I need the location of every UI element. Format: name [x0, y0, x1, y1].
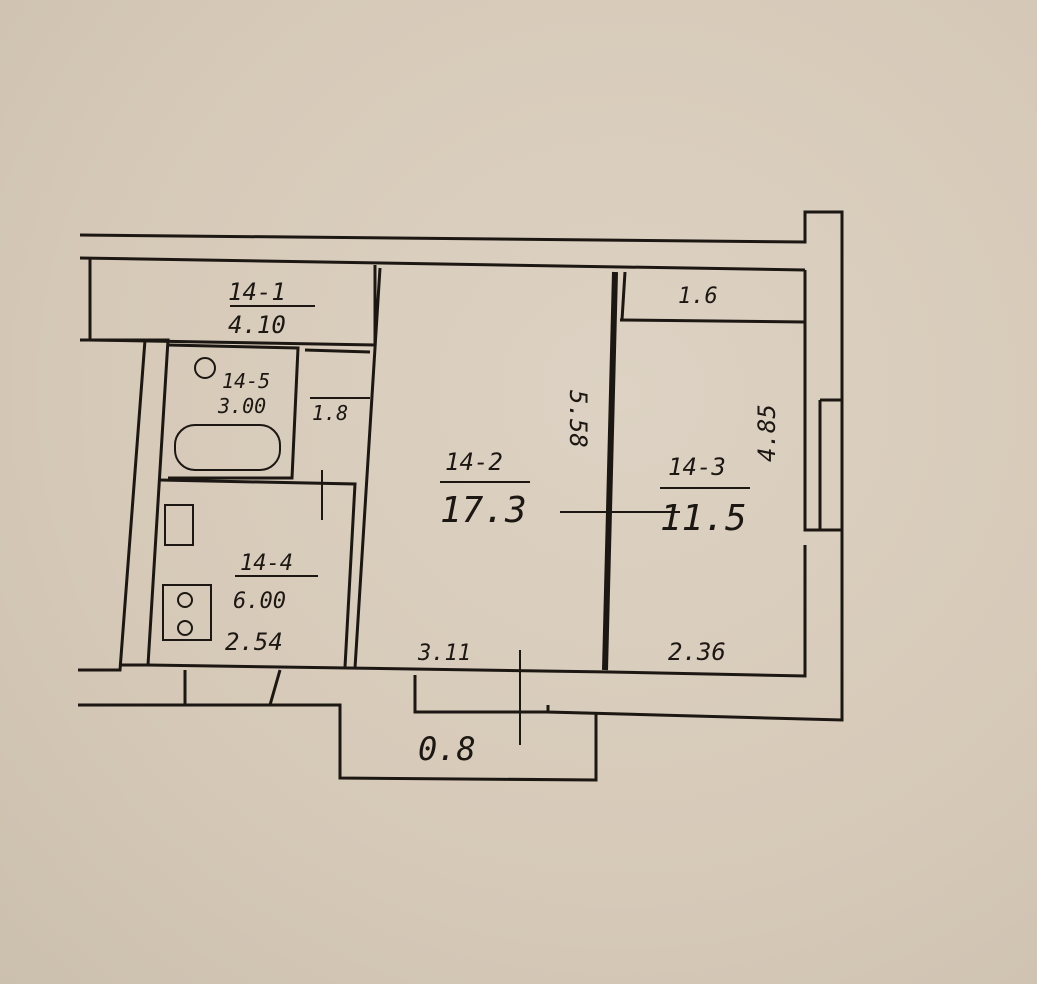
partition-wall — [602, 271, 618, 671]
room-id: 14-5 — [222, 369, 270, 393]
room-dimension: 2.54 — [225, 628, 283, 656]
walls — [78, 210, 844, 782]
room-width: 3.11 — [417, 641, 471, 666]
room-id: 14-2 — [445, 448, 503, 476]
room-area: 11.5 — [660, 498, 747, 539]
room-dimension: 4.85 — [753, 404, 781, 462]
fixtures — [162, 357, 281, 641]
sink-icon — [164, 504, 194, 546]
room-area: 6.00 — [233, 589, 286, 614]
dimension-lines — [230, 305, 750, 745]
room-id: 14-4 — [240, 551, 293, 576]
balcony-area: 0.8 — [418, 730, 476, 768]
toilet-icon — [194, 357, 216, 379]
bathtub-icon — [174, 424, 281, 471]
labels: 14-1 4.10 14-5 3.00 14-4 6.00 2.54 14-2 … — [217, 278, 781, 768]
room-dimension: 5.58 — [564, 390, 592, 448]
room-id: 14-1 — [228, 278, 286, 306]
room-width: 2.36 — [668, 638, 726, 666]
room-area: 4.10 — [228, 311, 286, 339]
room-id: 14-3 — [668, 453, 726, 481]
stove-icon — [162, 584, 212, 641]
closet-area: 1.6 — [678, 284, 718, 309]
corridor-area: 1.8 — [312, 401, 348, 425]
room-area: 17.3 — [440, 490, 527, 531]
room-area: 3.00 — [217, 394, 266, 418]
